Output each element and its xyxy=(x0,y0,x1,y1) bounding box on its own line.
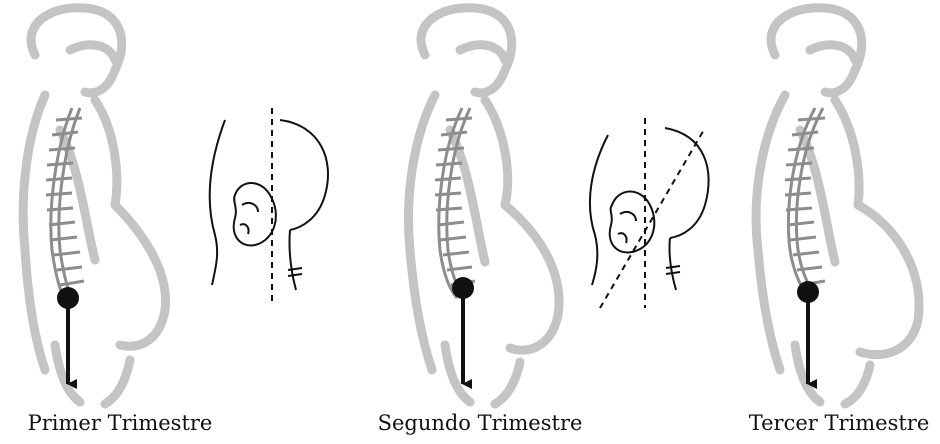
body-silhouette-third xyxy=(756,8,919,404)
pelvis-sketch-second xyxy=(590,118,709,308)
figure-third-trimester xyxy=(756,8,919,404)
tilted-axis-second xyxy=(600,128,705,308)
figure-first-trimester xyxy=(23,8,165,404)
center-of-gravity-first xyxy=(57,287,79,309)
caption-first-trimester: Primer Trimestre xyxy=(0,408,240,438)
caption-second-trimester: Segundo Trimestre xyxy=(355,408,605,438)
center-of-gravity-second xyxy=(452,277,474,299)
figure-second-trimester xyxy=(408,8,559,404)
center-of-gravity-third xyxy=(797,281,819,303)
body-silhouette-second xyxy=(408,8,559,404)
body-silhouette-first xyxy=(23,8,165,404)
caption-third-trimester: Tercer Trimestre xyxy=(738,408,940,438)
pelvis-sketch-first xyxy=(210,108,328,305)
